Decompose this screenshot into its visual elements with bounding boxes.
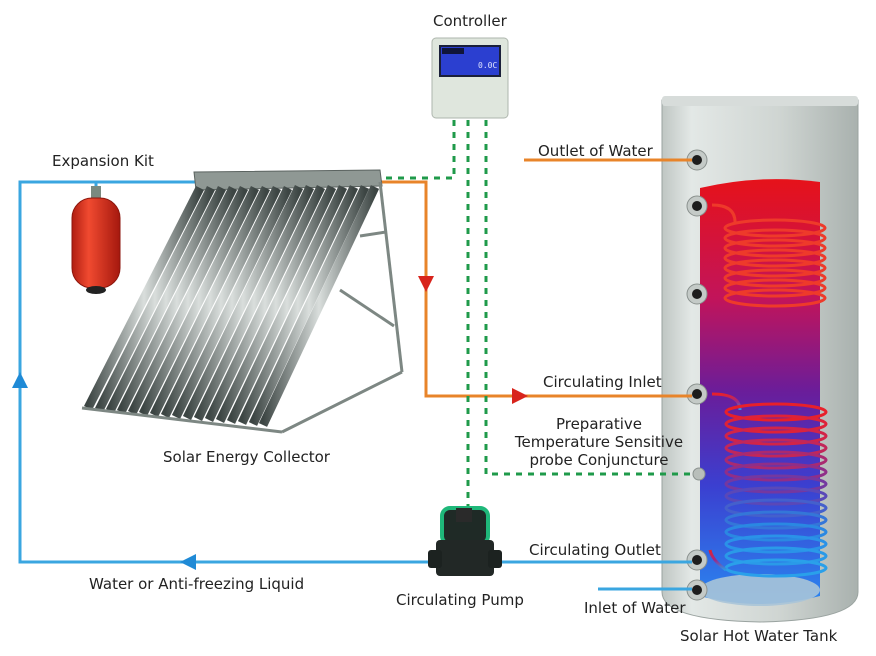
hot-water-tank: [661, 96, 859, 623]
flow-arrow-down: [418, 276, 434, 292]
svg-text:0.0C: 0.0C: [478, 61, 497, 70]
expansion-tank-icon: [71, 186, 121, 294]
collector-stand: [81, 181, 404, 434]
solar-collector-icon: [81, 169, 404, 434]
tank-sensor-wire: [484, 120, 692, 476]
tank-ports: [686, 149, 708, 601]
controller-label: Controller: [433, 12, 507, 30]
outlet-of-water-label: Outlet of Water: [538, 142, 653, 160]
expansion-kit-label: Expansion Kit: [52, 152, 154, 170]
controller-icon: 0.0C: [431, 37, 509, 119]
tank-label: Solar Hot Water Tank: [680, 627, 838, 645]
probe-label-line2: Temperature Sensitive: [514, 433, 684, 451]
vacuum-tubes: [83, 185, 380, 427]
flow-arrow-left: [180, 554, 196, 570]
lower-heat-coil: [708, 392, 828, 578]
circulating-inlet-label: Circulating Inlet: [543, 373, 662, 391]
solar-collector-label: Solar Energy Collector: [163, 448, 330, 466]
flow-arrow-up: [12, 372, 28, 388]
inlet-of-water-label: Inlet of Water: [584, 599, 686, 617]
pump-icon: [428, 506, 502, 576]
probe-label-line3: probe Conjuncture: [529, 451, 669, 469]
circulating-pump-label: Circulating Pump: [396, 591, 524, 609]
probe-label-line1: Preparative: [555, 415, 643, 433]
flow-arrow-right: [512, 388, 528, 404]
circulating-outlet-label: Circulating Outlet: [529, 541, 661, 559]
control-wires: [386, 120, 692, 520]
upper-heat-coil: [711, 203, 827, 308]
collector-sensor-wire: [386, 120, 456, 180]
liquid-label: Water or Anti-freezing Liquid: [89, 575, 305, 593]
